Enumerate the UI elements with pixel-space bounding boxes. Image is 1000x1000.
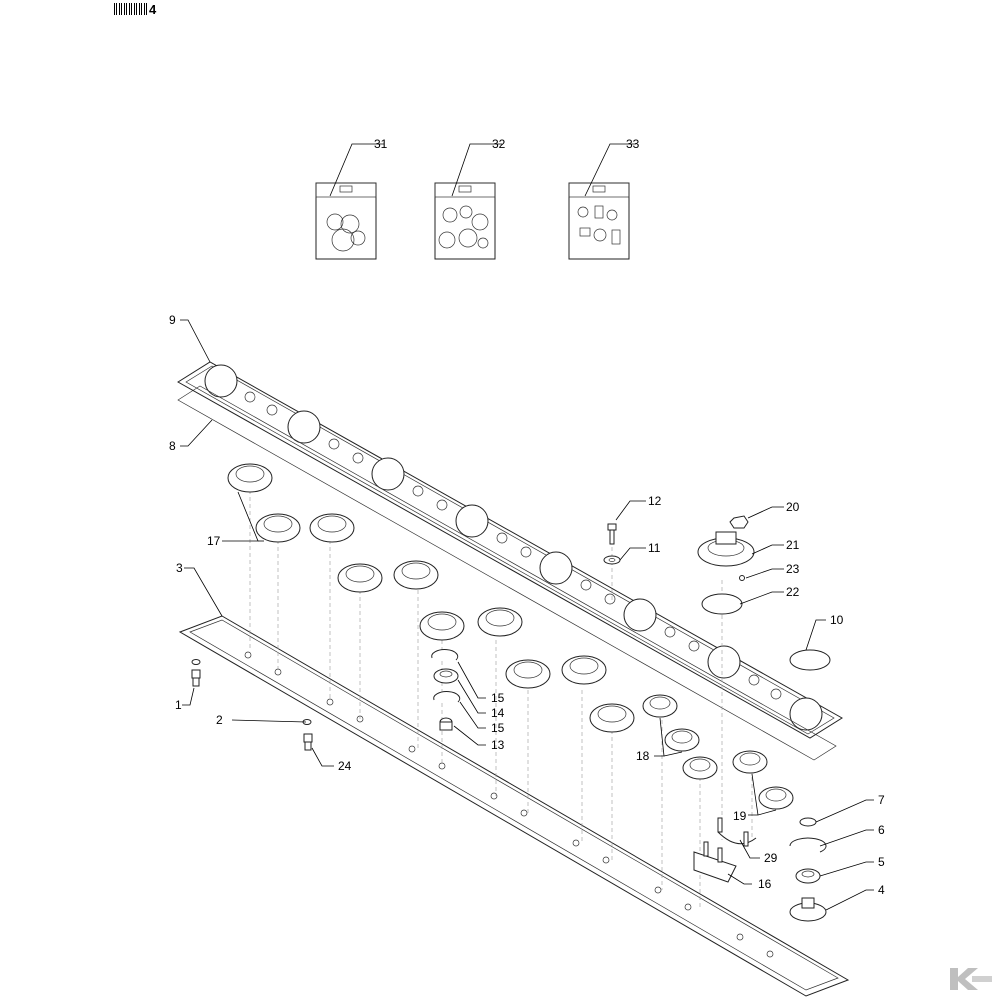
callout-2: 2	[216, 713, 223, 727]
callout-19: 19	[733, 809, 747, 823]
spur-gear	[227, 463, 273, 493]
callout-3: 3	[176, 561, 183, 575]
bushing	[439, 717, 453, 731]
callout-32: 32	[492, 137, 506, 151]
callout-8: 8	[169, 439, 176, 453]
callout-29: 29	[764, 851, 778, 865]
retaining-bracket	[717, 817, 757, 847]
callout-11: 11	[648, 541, 661, 555]
spur-gear	[309, 513, 355, 543]
clamp-plate	[693, 841, 737, 883]
output-bearing	[795, 868, 821, 884]
bearing	[664, 728, 700, 752]
callout-6: 6	[878, 823, 885, 837]
circlip	[431, 649, 459, 661]
breather-plug	[303, 733, 313, 751]
bearing-group	[642, 694, 794, 810]
spur-gear	[393, 560, 439, 590]
callout-12: 12	[648, 494, 662, 508]
callout-15-top: 15	[491, 691, 505, 705]
callout-7: 7	[878, 793, 885, 807]
spur-gear	[589, 703, 635, 733]
callout-15-bottom: 15	[491, 721, 505, 735]
circlip	[433, 691, 461, 703]
idler-bearing	[433, 668, 459, 684]
document-header: 4	[114, 1, 157, 17]
bearing	[758, 786, 794, 810]
callout-10: 10	[830, 613, 844, 627]
seal-kit-bag	[315, 182, 377, 260]
hardware-kit-bag	[568, 182, 630, 260]
brand-logo-icon	[950, 968, 992, 990]
callout-13: 13	[491, 738, 505, 752]
callout-17: 17	[207, 534, 221, 548]
bottom-housing-plate	[178, 615, 850, 997]
callout-31: 31	[374, 137, 388, 151]
barcode-icon	[114, 3, 148, 15]
pinion-shaft	[789, 897, 827, 922]
seal-ring	[789, 649, 831, 671]
callout-5: 5	[878, 855, 885, 869]
diagram-code: 4	[149, 1, 157, 17]
gasket	[177, 385, 837, 761]
callout-9: 9	[169, 313, 176, 327]
bearing	[642, 694, 678, 718]
bearing	[732, 750, 768, 774]
drive-hub	[697, 531, 755, 567]
callout-16: 16	[758, 877, 772, 891]
drain-plug	[191, 669, 201, 687]
plug-washer	[191, 659, 201, 665]
callout-21: 21	[786, 538, 800, 552]
washer	[603, 555, 621, 565]
callout-18: 18	[636, 749, 650, 763]
seal-cap	[789, 837, 827, 853]
callout-33: 33	[626, 137, 640, 151]
spur-gear	[419, 611, 465, 641]
spur-gear	[337, 563, 383, 593]
callout-labels: 31 32 33 9 8 3 17 1 2 24 15 14 15 13 12 …	[169, 137, 885, 897]
leader-lines	[180, 143, 874, 911]
o-ring-small	[739, 575, 745, 581]
spur-gear	[505, 659, 551, 689]
bearing-kit-bag	[434, 182, 496, 260]
callout-14: 14	[491, 706, 505, 720]
bearing	[682, 756, 718, 780]
callout-20: 20	[786, 500, 800, 514]
gear-group	[227, 463, 635, 733]
spur-gear	[561, 655, 607, 685]
callout-4: 4	[878, 883, 885, 897]
bolt	[607, 523, 617, 545]
callout-23: 23	[786, 562, 800, 576]
spur-gear	[255, 513, 301, 543]
spur-gear	[477, 607, 523, 637]
nut	[729, 515, 749, 529]
callout-1: 1	[175, 698, 182, 712]
o-ring	[701, 593, 743, 615]
top-cover-plate	[177, 361, 843, 739]
projection-lines	[249, 490, 753, 907]
callout-24: 24	[338, 759, 352, 773]
callout-22: 22	[786, 585, 800, 599]
snap-ring	[799, 817, 817, 827]
